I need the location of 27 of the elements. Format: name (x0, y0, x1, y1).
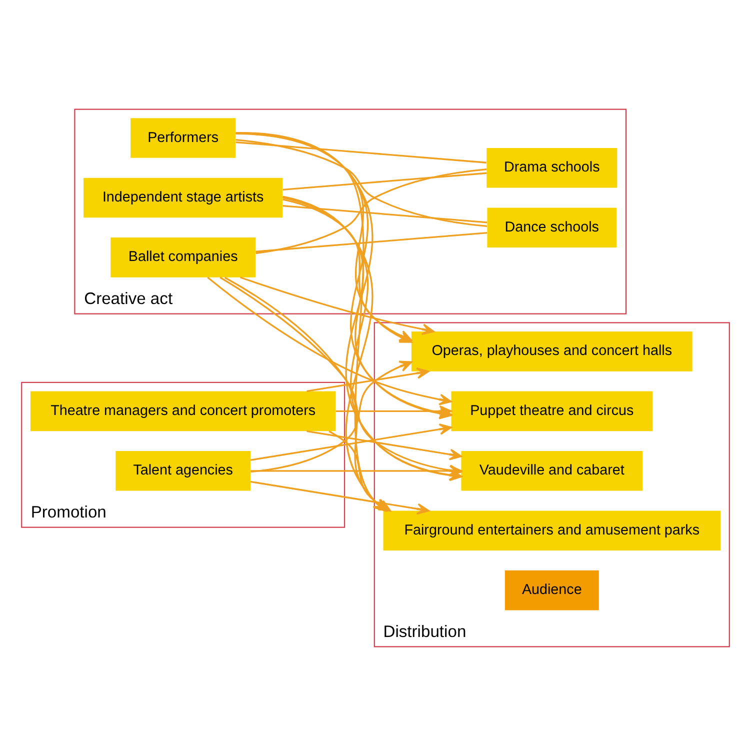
node-box: Audience (504, 570, 599, 610)
connector (236, 141, 486, 164)
arrow (250, 423, 452, 461)
node-box: Vaudeville and cabaret (461, 451, 643, 491)
node-box: Operas, playhouses and concert halls (411, 332, 692, 372)
arrow (250, 480, 430, 515)
arrow (336, 405, 452, 417)
connector (282, 204, 488, 224)
connector (282, 172, 487, 191)
node-box: Drama schools (486, 148, 618, 188)
arrow (306, 367, 430, 392)
arrow (207, 276, 452, 406)
connector (256, 168, 487, 254)
node-box: Ballet companies (110, 238, 256, 278)
node-box: Talent agencies (116, 451, 251, 491)
node-box: Theatre managers and concert promoters (30, 391, 336, 432)
arrow (282, 198, 412, 342)
connector (256, 232, 488, 252)
node-box: Performers (130, 118, 236, 158)
node-box: Independent stage artists (84, 178, 283, 218)
arrow (306, 430, 462, 460)
node-box: Puppet theatre and circus (451, 391, 653, 432)
arrow (250, 360, 412, 473)
node-box: Fairground entertainers and amusement parks (383, 510, 721, 551)
connector (236, 139, 488, 227)
arrow (240, 276, 434, 336)
node-box: Dance schools (487, 208, 617, 248)
